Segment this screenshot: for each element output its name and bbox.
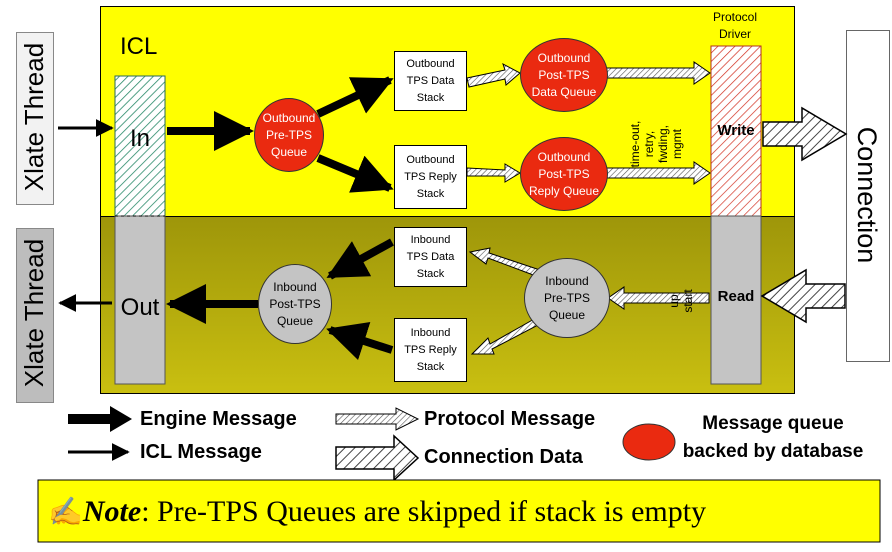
timeout-retry-text: time-out, retry, fwding, mgmt [628, 120, 684, 168]
icl-title: ICL [120, 33, 158, 60]
write-label: Write [717, 122, 755, 139]
legend-connection-data: Connection Data [424, 446, 583, 468]
legend-engine-message: Engine Message [140, 408, 297, 430]
connection-box [846, 30, 890, 362]
pencil-icon: ✍ [48, 497, 83, 528]
legend-icl-message: ICL Message [140, 441, 262, 463]
xlate-thread-top-box [16, 32, 54, 205]
note-text: : Pre-TPS Queues are skipped if stack is… [141, 495, 707, 528]
legend-protocol-message: Protocol Message [424, 408, 596, 430]
startup-text: up start [667, 289, 695, 313]
note-bar: ✍Note: Pre-TPS Queues are skipped if sta… [48, 492, 878, 532]
read-label: Read [717, 288, 755, 305]
protocol-driver-title: Protocol Driver [712, 10, 758, 41]
xlate-thread-bottom-box [16, 228, 54, 403]
icl-out-label: Out [120, 294, 160, 321]
icl-in-label: In [129, 125, 150, 152]
note-label: Note [82, 495, 142, 528]
legend-message-queue: Message queue backed by database [682, 413, 864, 462]
